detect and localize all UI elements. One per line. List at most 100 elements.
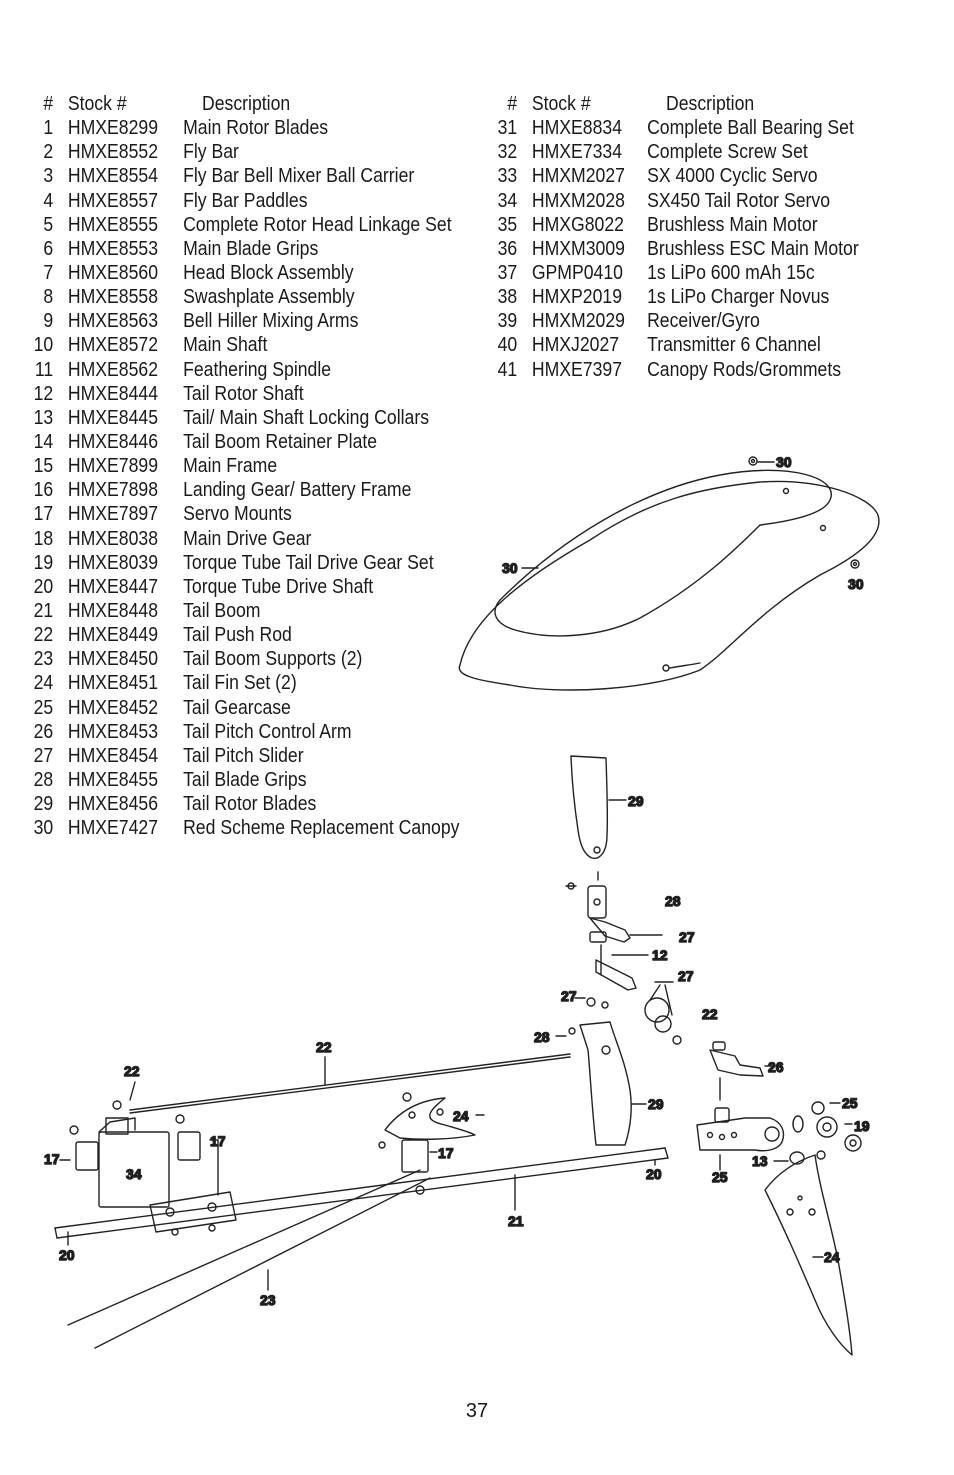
stock-number: HMXE8038 [67,526,159,550]
part-number: 27 [33,743,54,767]
part-number: 35 [497,212,518,236]
tail-gearcase-drawing [696,1041,862,1171]
stock-number: HMXE8451 [67,671,159,695]
part-description: Fly Bar Paddles [183,188,308,212]
stock-number: GPMP0410 [531,260,623,284]
part-number: 38 [497,285,518,309]
stock-number: HMXM3009 [531,236,625,260]
part-number: 5 [43,212,54,236]
part-description: Canopy Rods/Grommets [647,357,842,381]
part-description: Receiver/Gyro [647,309,760,333]
part-description: Brushless Main Motor [647,212,818,236]
stock-number: HMXE8444 [67,381,159,405]
part-number: 7 [43,260,54,284]
callout-pitch-slider-right: 27 [678,968,694,984]
stock-number: HMXE8455 [67,767,159,791]
callout-servo-mount-left: 17 [44,1151,60,1167]
stock-number: HMXE7897 [67,502,159,526]
tail-boom-drawing [54,1053,669,1349]
callout-control-arm: 26 [768,1059,784,1075]
callout-boom-supports: 23 [260,1292,276,1308]
part-number: 10 [33,333,54,357]
stock-number: HMXE8452 [67,695,159,719]
part-number: 4 [43,188,54,212]
part-number: 22 [33,623,54,647]
stock-number: HMXE8560 [67,260,159,284]
callout-canopy-top: 30 [776,454,792,470]
part-number: 36 [497,236,518,260]
part-description: Tail Boom Supports (2) [183,647,363,671]
part-description: Tail Fin Set (2) [183,671,297,695]
part-description: Fly Bar [183,140,239,164]
part-description: Servo Mounts [183,502,292,526]
part-number: 3 [43,164,54,188]
part-number: 20 [33,574,54,598]
callout-canopy-left: 30 [502,560,518,576]
part-description: 1s LiPo Charger Novus [647,285,830,309]
callout-servo: 34 [126,1166,142,1182]
tail-rotor-blade-drawing [570,755,627,859]
part-description: Main Frame [183,454,278,478]
stock-number: HMXE8834 [531,116,623,140]
callout-push-rod-end: 22 [702,1006,718,1022]
part-description: Red Scheme Replacement Canopy [183,816,460,840]
part-number: 23 [33,647,54,671]
part-description: Torque Tube Drive Shaft [183,574,374,598]
part-number: 31 [497,116,518,140]
header-description: Description [202,92,291,115]
stock-number: HMXM2028 [531,188,625,212]
stock-number: HMXE8553 [67,236,159,260]
tail-blade-lower-drawing [555,1021,647,1146]
stock-number: HMXJ2027 [531,333,620,357]
stock-number: HMXE8555 [67,212,159,236]
part-description: Main Shaft [183,333,268,357]
part-number: 40 [497,333,518,357]
part-number: 13 [33,405,54,429]
table-header-row: # Stock # Description [494,92,859,116]
callout-tail-blade-low: 29 [648,1096,664,1112]
callout-gear-set: 19 [854,1118,870,1134]
part-description: Tail Pitch Slider [183,743,304,767]
callout-push-rod-servo: 22 [124,1063,140,1079]
part-row: 5 HMXE8555 Complete Rotor Head Linkage Set [30,213,459,237]
callout-blade-grip-top: 28 [665,893,681,909]
stock-number: HMXG8022 [531,212,624,236]
callout-canopy-right: 30 [848,576,864,592]
part-number: 2 [43,140,54,164]
stock-number: HMXE7334 [531,140,623,164]
callout-boom-front: 20 [59,1247,75,1263]
page-number: 37 [465,1400,489,1422]
part-number: 25 [33,695,54,719]
part-description: Complete Rotor Head Linkage Set [183,212,452,236]
callout-horizontal-fin: 24 [453,1108,469,1124]
callout-boom: 21 [508,1213,524,1229]
stock-number: HMXE8448 [67,598,159,622]
part-number: 9 [43,309,54,333]
stock-number: HMXE7427 [67,816,159,840]
part-description: Main Drive Gear [183,526,312,550]
stock-number: HMXE8446 [67,429,159,453]
stock-number: HMXP2019 [531,285,623,309]
part-description: Tail Rotor Blades [183,792,317,816]
